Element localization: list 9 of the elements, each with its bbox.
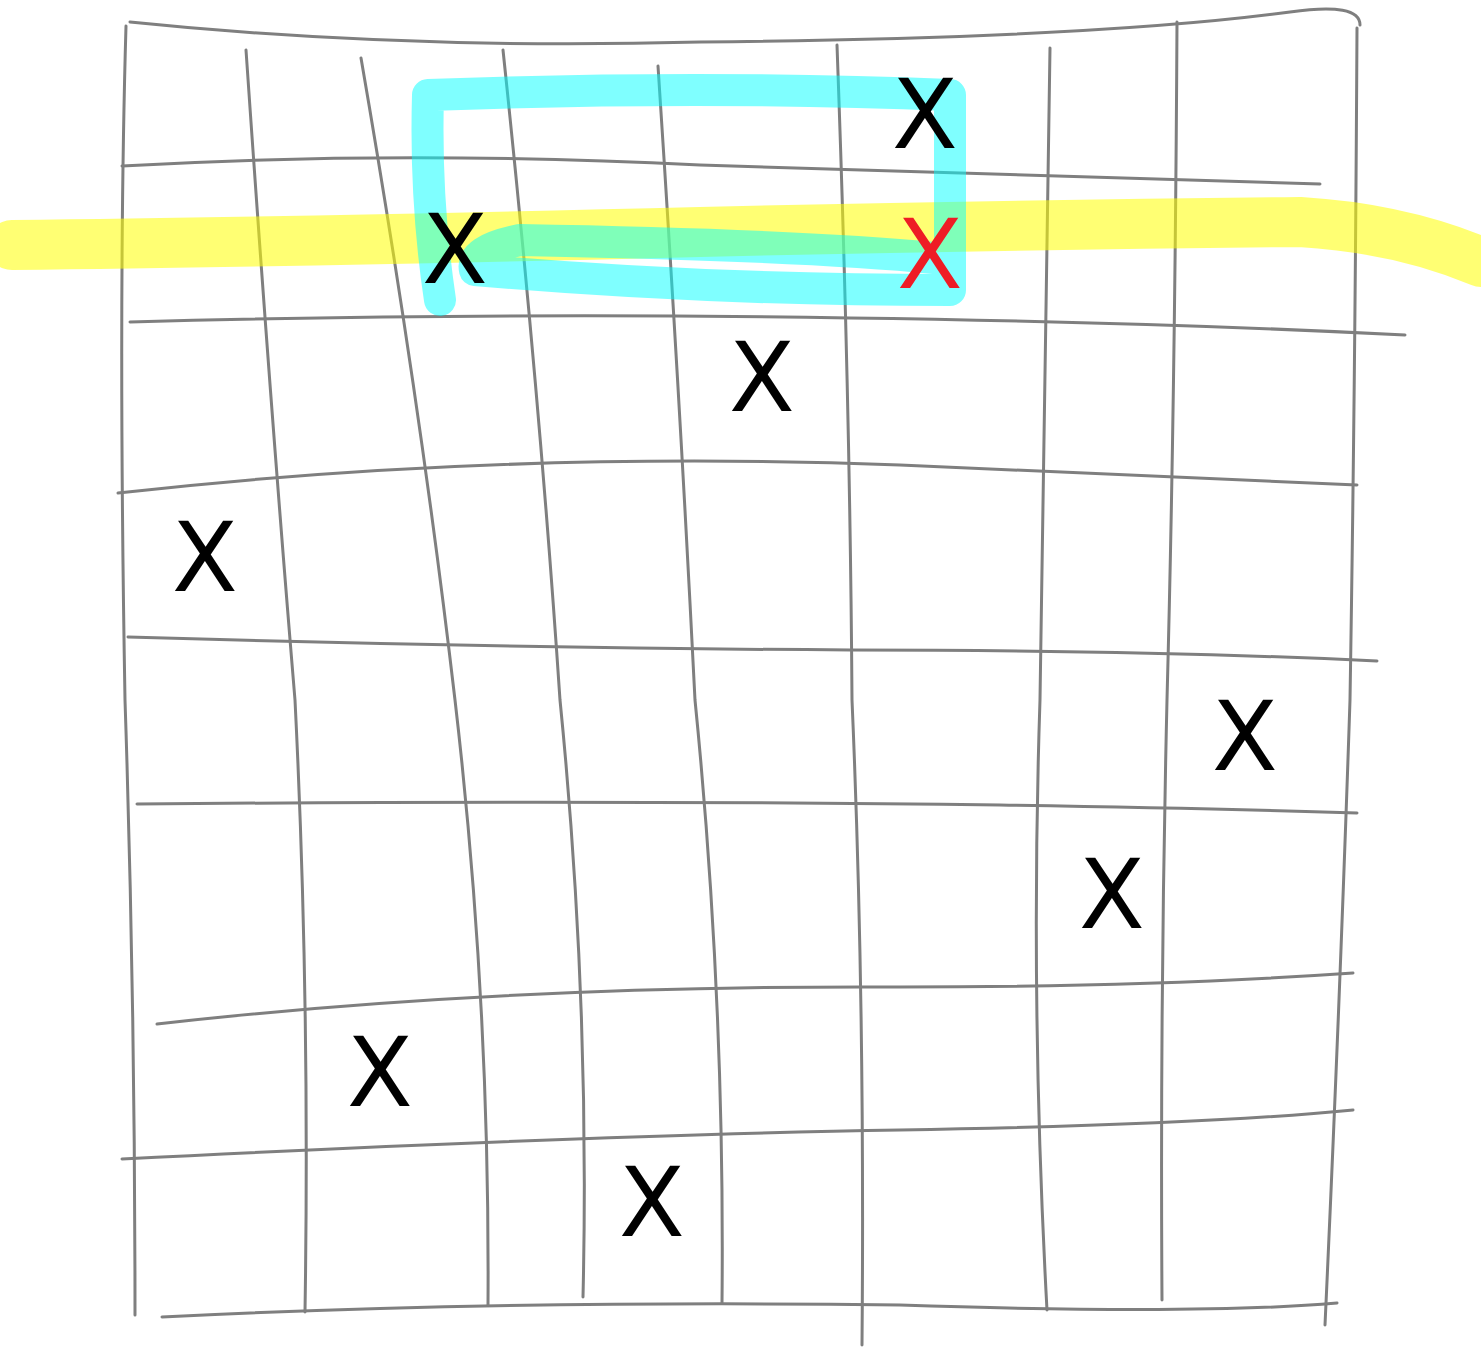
cross-mark: X: [347, 1025, 413, 1121]
cross-mark: X: [172, 510, 238, 606]
cross-mark: X: [422, 202, 488, 298]
cross-mark: X: [729, 330, 795, 426]
cross-mark: X: [897, 207, 963, 303]
cross-mark: X: [1079, 847, 1145, 943]
cross-mark: X: [619, 1155, 685, 1251]
cross-mark: X: [892, 67, 958, 163]
cross-mark: X: [1212, 689, 1278, 785]
